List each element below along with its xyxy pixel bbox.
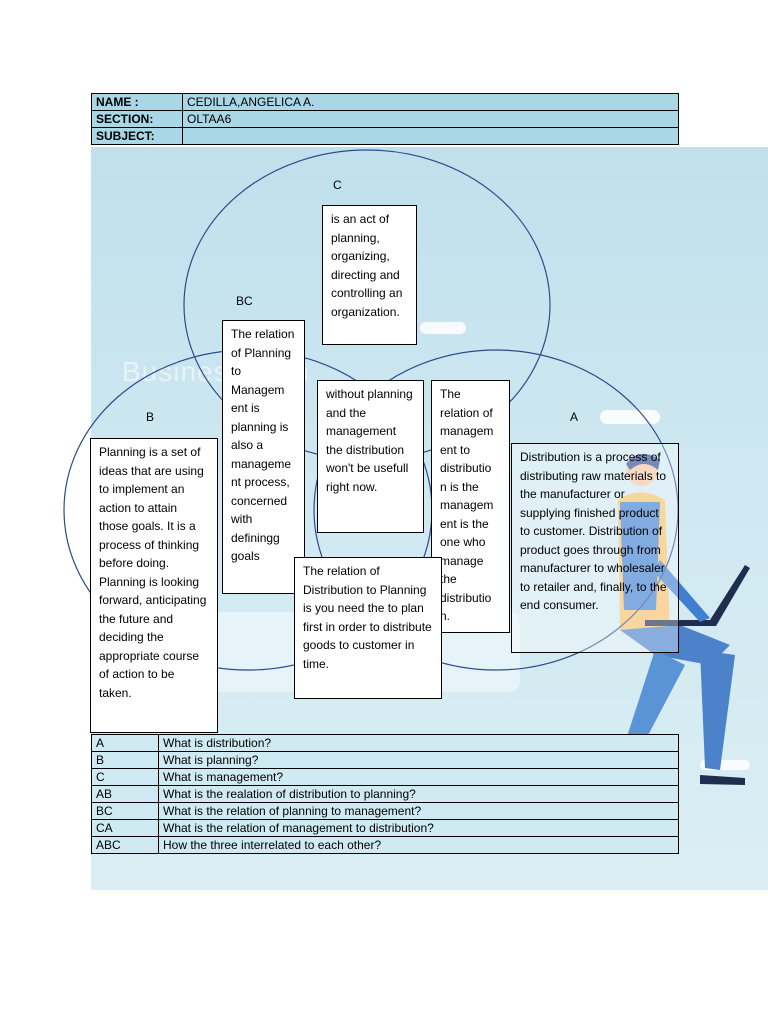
box-abc-interrelation: without planning and the management the … — [317, 380, 424, 533]
legend-key: AB — [91, 785, 159, 803]
venn-label-c: C — [333, 178, 342, 192]
subject-value — [182, 127, 679, 145]
legend-key: C — [91, 768, 159, 786]
section-label: SECTION: — [91, 110, 183, 128]
legend-question: What is the relation of management to di… — [158, 819, 679, 837]
box-a-distribution: Distribution is a process of distributin… — [511, 443, 679, 653]
legend-key: BC — [91, 802, 159, 820]
subject-label: SUBJECT: — [91, 127, 183, 145]
cloud-decoration — [700, 760, 750, 770]
box-bc-planning-management: The relation of Planning to Managem ent … — [222, 320, 305, 594]
box-ab-distribution-planning: The relation of Distribution to Planning… — [294, 557, 442, 699]
businessman-illustration — [612, 453, 750, 785]
cloud-decoration — [600, 410, 660, 424]
venn-label-a: A — [570, 410, 579, 424]
legend-question: How the three interrelated to each other… — [158, 836, 679, 854]
legend-question: What is the realation of distribution to… — [158, 785, 679, 803]
legend-question: What is management? — [158, 768, 679, 786]
cloud-decoration — [420, 322, 466, 334]
legend-question: What is distribution? — [158, 734, 679, 752]
legend-key: A — [91, 734, 159, 752]
student-info-table: NAME : CEDILLA,ANGELICA A. SECTION: OLTA… — [91, 93, 679, 145]
legend-question: What is the relation of planning to mana… — [158, 802, 679, 820]
legend-key: ABC — [91, 836, 159, 854]
legend-question: What is planning? — [158, 751, 679, 769]
name-value: CEDILLA,ANGELICA A. — [182, 93, 679, 111]
legend-key: CA — [91, 819, 159, 837]
legend-key: B — [91, 751, 159, 769]
box-c-management: is an act of planning, organizing, direc… — [322, 205, 417, 345]
venn-label-bc: BC — [236, 294, 253, 308]
box-ca-management-distribution: The relation of managem ent to distribut… — [431, 380, 510, 633]
venn-label-b: B — [146, 410, 155, 424]
box-b-planning: Planning is a set of ideas that are usin… — [90, 438, 218, 733]
